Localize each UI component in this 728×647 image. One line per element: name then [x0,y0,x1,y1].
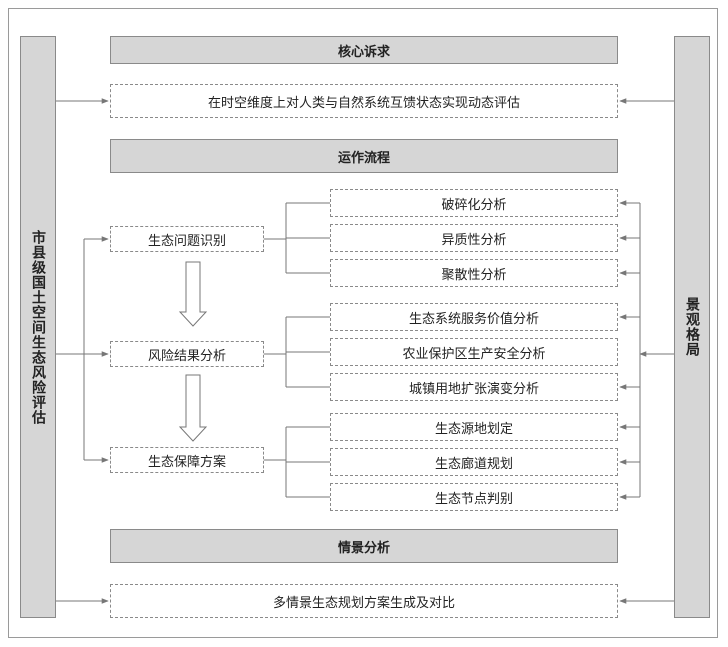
step-box-1: 生态问题识别 [110,226,264,252]
scenario-content: 多情景生态规划方案生成及对比 [272,595,455,611]
right-bar: 景观格局 [674,36,710,618]
core-header: 核心诉求 [110,36,618,64]
analysis-item: 异质性分析 [330,224,618,252]
analysis-item: 农业保护区生产安全分析 [330,338,618,366]
step-label-3: 生态保障方案 [147,454,226,470]
step-box-2: 风险结果分析 [110,341,264,367]
scenario-title: 情景分析 [337,540,390,556]
scenario-header: 情景分析 [110,529,618,563]
core-content: 在时空维度上对人类与自然系统互馈状态实现动态评估 [207,95,520,111]
down-arrow-2 [178,374,208,442]
core-title: 核心诉求 [337,44,390,60]
process-title: 运作流程 [337,150,390,166]
down-arrow-1 [178,261,208,327]
step-label-1: 生态问题识别 [147,233,226,249]
analysis-item: 城镇用地扩张演变分析 [330,373,618,401]
left-bar-label: 市县级国土空间生态风险评估 [30,229,46,425]
step-box-3: 生态保障方案 [110,447,264,473]
step-label-2: 风险结果分析 [147,348,226,364]
analysis-item: 生态节点判别 [330,483,618,511]
analysis-item: 聚散性分析 [330,259,618,287]
left-bar: 市县级国土空间生态风险评估 [20,36,56,618]
diagram-frame [8,8,718,638]
analysis-item: 生态廊道规划 [330,448,618,476]
right-bar-label: 景观格局 [684,297,700,357]
core-content-box: 在时空维度上对人类与自然系统互馈状态实现动态评估 [110,84,618,118]
scenario-content-box: 多情景生态规划方案生成及对比 [110,584,618,618]
process-header: 运作流程 [110,139,618,173]
analysis-item: 破碎化分析 [330,189,618,217]
analysis-item: 生态源地划定 [330,413,618,441]
analysis-item: 生态系统服务价值分析 [330,303,618,331]
